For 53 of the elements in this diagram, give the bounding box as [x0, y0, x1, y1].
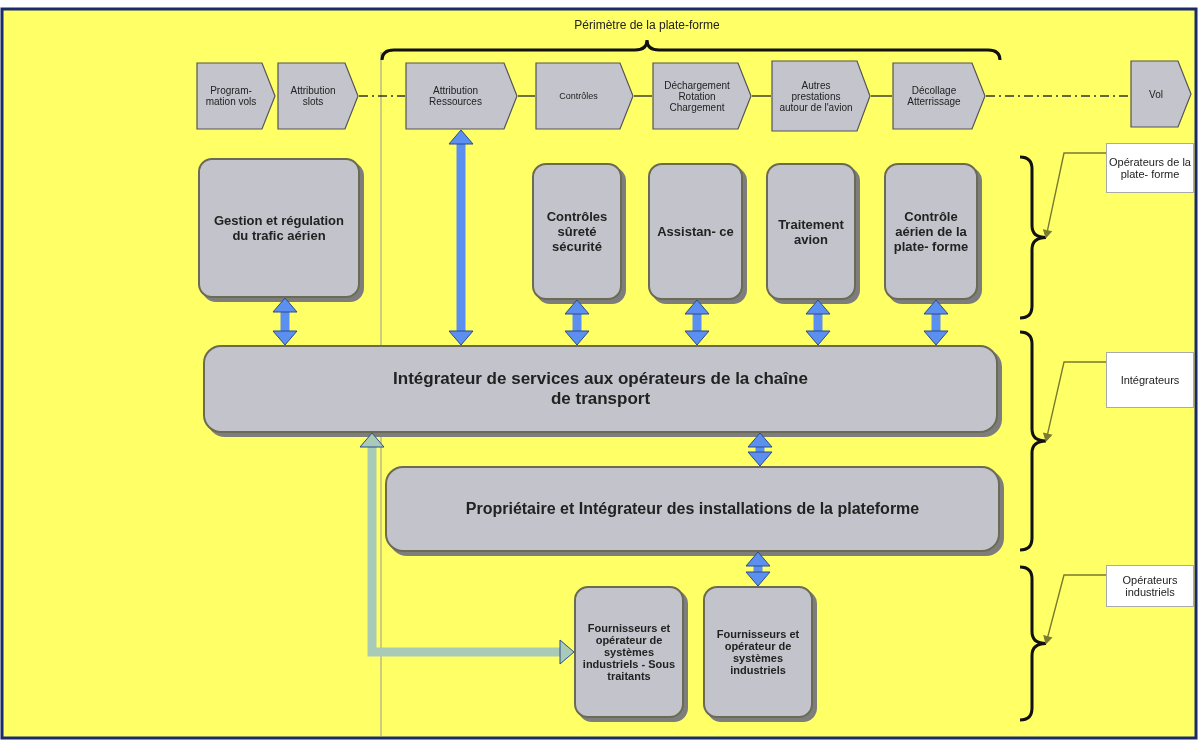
- process-step-box: [652, 62, 752, 130]
- node-label: Intégrateur de services aux opérateurs de la chaîne de transport: [392, 369, 809, 409]
- node-label: Gestion et régulation du trafic aérien: [213, 213, 345, 243]
- node-label: Décollage Atterrissage: [906, 85, 962, 107]
- node-label: Assistan- ce: [657, 224, 734, 239]
- node-label: Intégrateurs: [1120, 374, 1180, 386]
- node-label: Contrôles: [559, 91, 598, 101]
- double-arrow: [923, 299, 949, 346]
- node-label: Vol: [1149, 88, 1163, 100]
- connector-line: [870, 95, 893, 97]
- connector-line: [358, 95, 406, 97]
- brace: [1018, 565, 1048, 722]
- process-step-box: [771, 60, 871, 132]
- callout-box: [1106, 565, 1194, 607]
- node-label: Déchargement Rotation Chargement: [663, 79, 731, 113]
- double-arrow: [684, 299, 710, 346]
- process-step-box: [1130, 60, 1192, 128]
- double-arrow: [805, 299, 831, 346]
- node-label: Opérateurs industriels: [1121, 574, 1179, 598]
- brace: [1018, 155, 1048, 320]
- double-arrow: [747, 432, 773, 467]
- node-label: Contrôle aérien de la plate- forme: [892, 209, 970, 254]
- node-label: Opérateurs de la plate- forme: [1109, 156, 1191, 180]
- callout-box: [1106, 352, 1194, 408]
- callout-box: [1106, 143, 1194, 193]
- node-label: Program- mation vols: [204, 85, 258, 107]
- double-arrow: [564, 299, 590, 346]
- process-step-box: [196, 62, 276, 130]
- leader-line: [1043, 152, 1107, 238]
- node-label: Attribution slots: [289, 85, 337, 107]
- double-arrow: [745, 551, 771, 587]
- node-label: Fournisseurs et opérateur de systèmes industriels - Sous traitants: [581, 622, 677, 682]
- leader-line: [1043, 361, 1107, 442]
- connector-line: [751, 95, 772, 97]
- leader-line: [1043, 574, 1107, 644]
- node-label: Traitement avion: [777, 216, 845, 247]
- section-title: Périmètre de la plate-forme: [574, 18, 720, 32]
- double-arrow: [359, 432, 575, 665]
- double-arrow: [448, 129, 474, 346]
- node-label: Propriétaire et Intégrateur des installations de la plateforme: [465, 500, 920, 518]
- brace: [1018, 330, 1048, 552]
- node-label: Contrôles sûreté sécurité: [545, 209, 609, 254]
- node-label: Autres prestations autour de l'avion: [779, 79, 853, 113]
- node-label: Fournisseurs et opérateur de systèmes industriels: [715, 628, 801, 676]
- connector-line: [517, 95, 536, 97]
- node-label: Attribution Ressources: [428, 85, 483, 107]
- connector-line: [985, 95, 1131, 97]
- process-step-box: [405, 62, 518, 130]
- double-arrow: [272, 297, 298, 346]
- process-step-box: [277, 62, 359, 130]
- connector-line: [633, 95, 653, 97]
- process-step-box: [535, 62, 634, 130]
- process-step-box: [892, 62, 986, 130]
